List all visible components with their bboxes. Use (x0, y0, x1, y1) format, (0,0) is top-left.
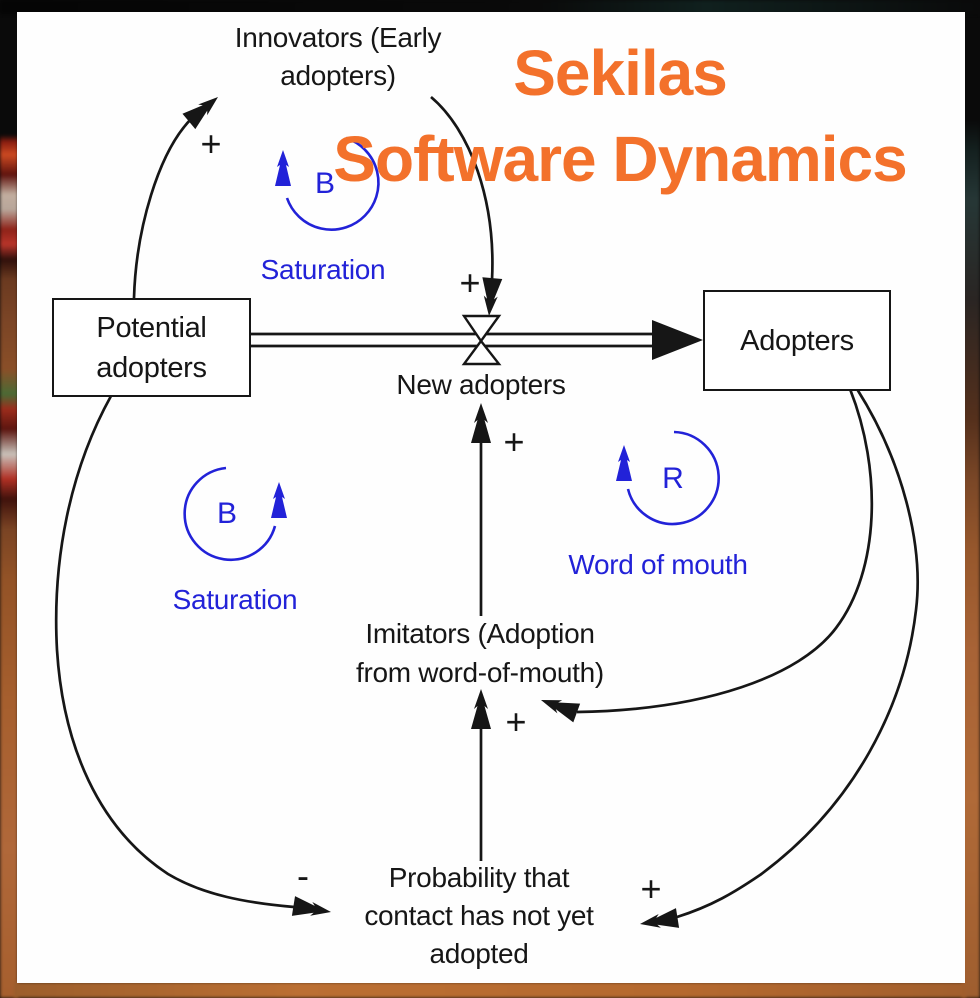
loop-label-saturation-left: Saturation (172, 584, 298, 615)
label-innovators-line1: Innovators (Early (234, 22, 442, 53)
loop-arrowhead-b-top (275, 150, 291, 186)
arrowhead-to-valve-from-imitators (471, 403, 491, 443)
arrowhead-to-probability-right (640, 908, 680, 928)
background-photo-bottom (14, 982, 966, 998)
polarity-sign-from-imitators: + (503, 421, 525, 462)
label-probability: Probability that contact has not yet ado… (329, 859, 629, 973)
background-photo-top (0, 0, 980, 14)
stock-adopters-label: Adopters (740, 324, 854, 357)
label-imitators-line1: Imitators (Adoption (365, 618, 595, 649)
loop-arrowhead-r (616, 445, 632, 481)
label-new-adopters: New adopters (396, 369, 566, 400)
label-imitators-line2: from word-of-mouth) (356, 657, 604, 688)
loop-label-saturation-top: Saturation (260, 254, 386, 285)
label-probability-line1: Probability that (388, 862, 570, 893)
arrow-adopters-to-probability (676, 388, 919, 919)
arrowhead-to-imitators-from-probability (471, 689, 491, 729)
page-title: Sekilas Software Dynamics (280, 30, 960, 202)
loop-arrowhead-b-left (271, 482, 287, 518)
loop-arc-r (626, 430, 720, 526)
polarity-sign-imitators: + (505, 701, 527, 742)
slide-panel (17, 12, 965, 983)
label-probability-line2: contact has not yet (364, 900, 594, 931)
polarity-sign-innovators: + (200, 123, 222, 164)
label-innovators-line2: adopters) (280, 60, 396, 91)
label-probability-line3: adopted (429, 938, 529, 969)
loop-arc-b-left (183, 466, 277, 562)
page-title-line2: Software Dynamics (333, 123, 907, 195)
arrow-adopters-to-imitators (576, 388, 874, 714)
background-photo-right (962, 0, 980, 998)
stock-potential-adopters: Potential adopters (52, 298, 251, 397)
loop-id-b-top: B (314, 167, 335, 200)
flow-arrowhead (652, 320, 703, 360)
arrow-potential-to-innovators (132, 117, 193, 299)
loop-arc-b-top (285, 136, 380, 231)
arrowhead-to-valve-from-innovators (482, 277, 503, 316)
valve-icon-bottom (461, 339, 502, 366)
arrow-potential-to-probability (54, 395, 295, 909)
arrowhead-to-probability-left (291, 896, 331, 916)
loop-label-word-of-mouth: Word of mouth (568, 549, 748, 580)
valve-icon-top (461, 314, 502, 344)
loop-id-b-left: B (216, 497, 237, 530)
stock-adopters: Adopters (703, 290, 891, 391)
arrowhead-to-imitators-from-adopters (541, 700, 581, 723)
polarity-sign-from-innovators: + (459, 262, 481, 303)
stock-potential-line1: Potential (96, 311, 207, 344)
polarity-sign-probability-right: + (640, 868, 662, 909)
label-imitators: Imitators (Adoption from word-of-mouth) (330, 614, 630, 692)
arrow-innovators-to-new-adopters (430, 95, 494, 281)
stock-potential-line2: adopters (96, 351, 207, 384)
label-innovators: Innovators (Early adopters) (188, 19, 488, 95)
page-title-line1: Sekilas (513, 37, 728, 109)
loop-id-r: R (662, 462, 684, 495)
polarity-sign-probability-left: - (297, 855, 309, 896)
background-photo-left (0, 0, 18, 998)
arrowhead-to-innovators (182, 97, 218, 130)
